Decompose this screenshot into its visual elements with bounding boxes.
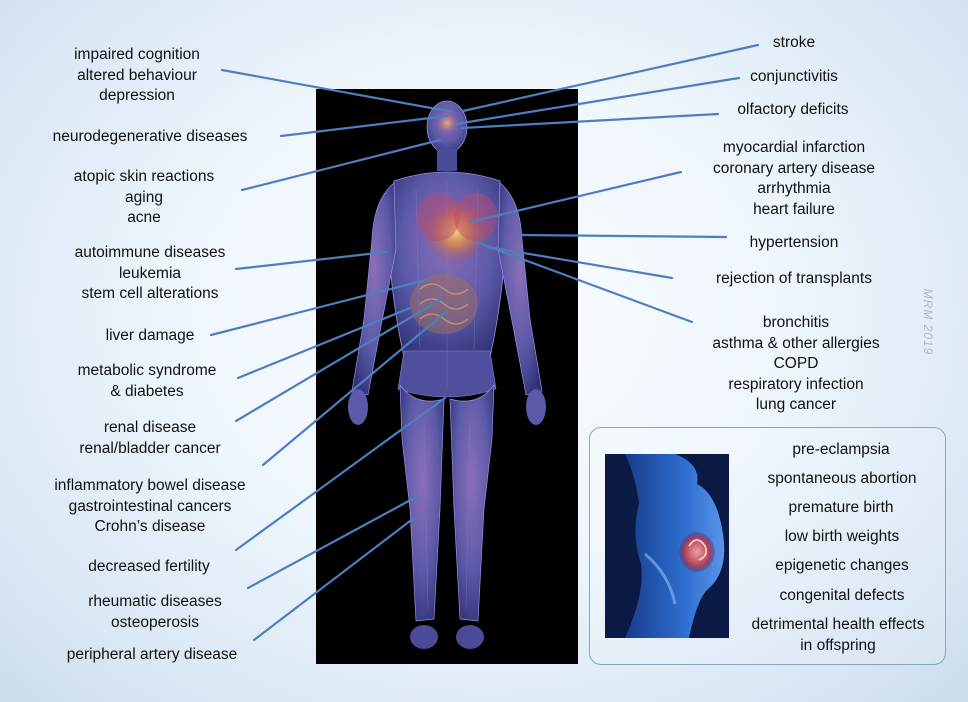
label-neurodegenerative: neurodegenerative diseases xyxy=(53,127,248,148)
label-metabolic: metabolic syndrome& diabetes xyxy=(78,361,217,402)
label-abortion: spontaneous abortion xyxy=(767,469,916,490)
label-peripheral: peripheral artery disease xyxy=(67,645,238,666)
label-fertility: decreased fertility xyxy=(88,557,209,578)
label-liver: liver damage xyxy=(106,326,195,347)
fetus-icon xyxy=(679,532,715,572)
right-arm xyxy=(498,183,542,395)
label-premature: premature birth xyxy=(788,498,893,519)
left-leg xyxy=(400,385,444,621)
label-stroke: stroke xyxy=(773,33,815,54)
label-birthweight: low birth weights xyxy=(785,527,900,548)
human-body-panel xyxy=(316,89,578,664)
label-eclampsia: pre-eclampsia xyxy=(792,440,889,461)
right-leg xyxy=(450,385,494,621)
human-body-figure xyxy=(316,89,578,664)
label-conjunctivitis: conjunctivitis xyxy=(750,67,838,88)
label-hypertension: hypertension xyxy=(750,233,839,254)
label-transplant: rejection of transplants xyxy=(716,269,872,290)
pregnant-woman-image xyxy=(605,454,729,638)
label-olfactory: olfactory deficits xyxy=(737,100,848,121)
label-epigenetic: epigenetic changes xyxy=(775,556,909,577)
author-signature: MRM 2019 xyxy=(921,289,935,356)
label-congenital: congenital defects xyxy=(780,586,905,607)
left-arm xyxy=(352,183,396,395)
